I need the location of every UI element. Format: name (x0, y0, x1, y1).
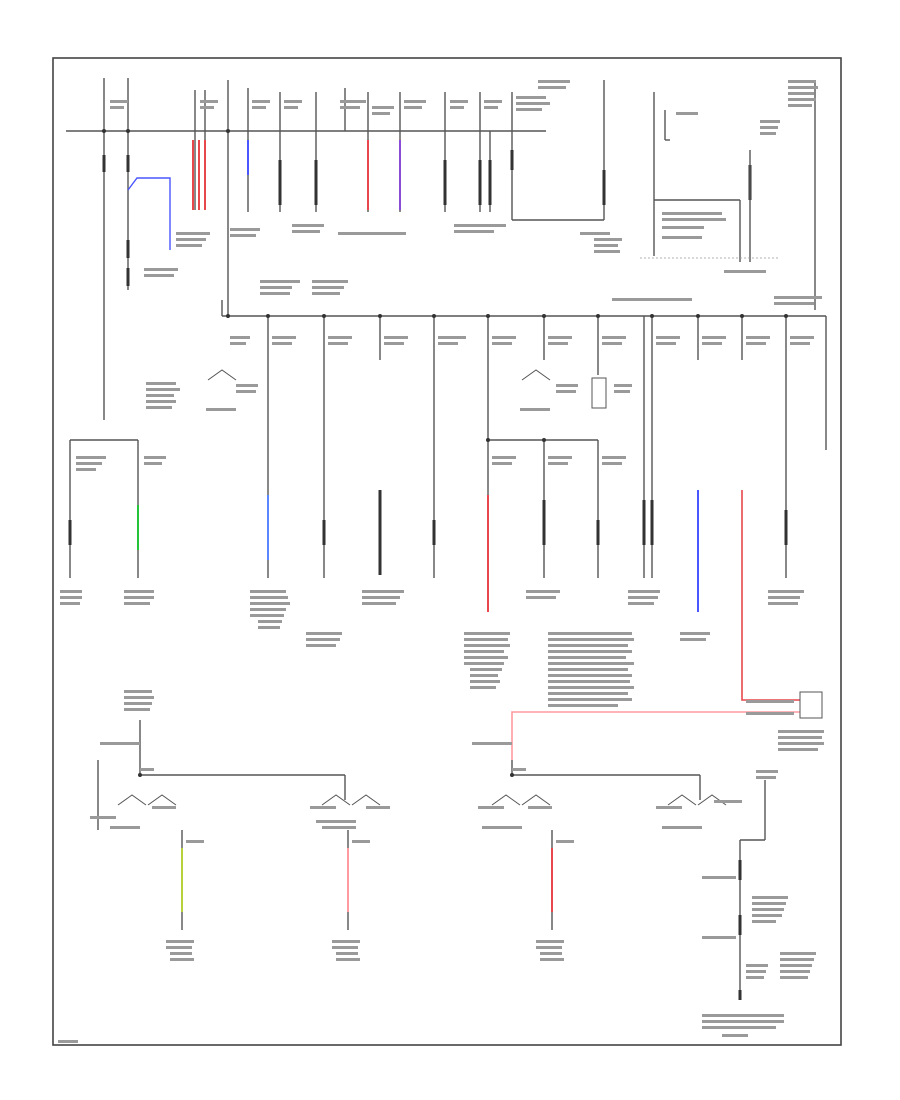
junction-dots (102, 129, 788, 777)
connector-block (799, 691, 823, 719)
bottom-colored-wires (181, 848, 553, 912)
middle-colored-wires (137, 490, 800, 760)
switch-outputs (181, 830, 553, 930)
relay-box (591, 377, 607, 409)
switch-contacts (117, 794, 727, 806)
middle-dark-segments (68, 490, 788, 575)
label-clusters (58, 80, 824, 1043)
top-fuse-drops (103, 78, 655, 420)
top-dark-segments (102, 150, 752, 286)
middle-bus-section (69, 300, 827, 578)
ignition-switch-section (97, 720, 766, 1000)
top-colored-wires (127, 140, 401, 250)
diagram-frame (52, 57, 842, 1046)
top-bus-section (66, 78, 816, 420)
right-upper-relay-block (640, 80, 816, 310)
